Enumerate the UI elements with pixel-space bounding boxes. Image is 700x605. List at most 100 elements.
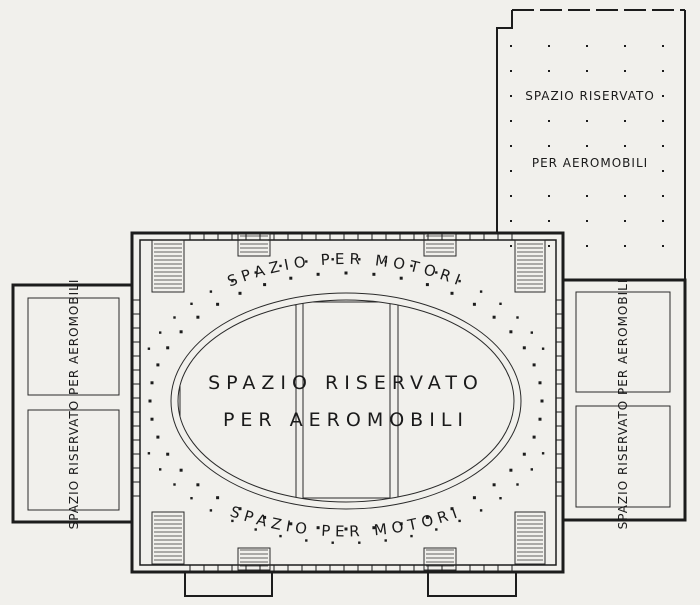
ring-column [372, 526, 376, 530]
ring-column [196, 315, 200, 319]
arena-outer-oval [170, 292, 522, 510]
annex-label-line1: SPAZIO RISERVATO [525, 89, 655, 103]
ring-column [516, 483, 519, 486]
annex-column-dot [510, 245, 512, 247]
ring-column [399, 276, 403, 280]
ring-column [425, 283, 429, 287]
annex-column-dots [510, 45, 664, 247]
ring-column [450, 507, 454, 511]
right-wing: SPAZIO RISERVATO PER AEROMOBILI [563, 278, 687, 530]
bottom-apse-right [427, 572, 517, 597]
annex-column-dot [586, 45, 588, 47]
annex-column-dot [624, 70, 626, 72]
stair-top-mid-left [237, 233, 271, 257]
ring-column [530, 468, 533, 471]
annex-column-dot [624, 245, 626, 247]
ring-column [472, 302, 476, 306]
ring-column [410, 264, 413, 268]
ring-column [540, 399, 544, 403]
ring-column [156, 435, 160, 439]
right-wing-label: SPAZIO RISERVATO PER AEROMOBILI [616, 279, 630, 530]
ring-column [231, 279, 234, 283]
ring-column [499, 497, 502, 500]
ring-column [231, 519, 234, 523]
ring-column [522, 346, 526, 350]
arena-label-line1: SPAZIO RISERVATO [208, 372, 484, 394]
ring-column [147, 347, 151, 350]
ring-column [479, 290, 483, 293]
annex-column-dot [510, 70, 512, 72]
ring-column [150, 381, 154, 385]
ring-column [450, 291, 454, 295]
annex-column-dot [662, 195, 664, 197]
ring-column [263, 283, 267, 287]
left-bay-upper [27, 297, 120, 396]
ring-column [179, 330, 183, 334]
annex-column-dot [624, 45, 626, 47]
ring-column [532, 363, 536, 367]
wall-ticks [132, 233, 563, 572]
ring-column [173, 316, 176, 319]
annex-column-dot [548, 220, 550, 222]
annex-column-dot [624, 120, 626, 122]
annex-column-dot [548, 45, 550, 47]
stair-bottom-mid-right [423, 547, 457, 571]
ring-column [538, 417, 542, 421]
annex-column-dot [586, 195, 588, 197]
ring-column [216, 496, 220, 500]
annex-column-dot [510, 170, 512, 172]
annex-column-dot [586, 220, 588, 222]
ring-column [509, 330, 513, 334]
ring-column [509, 468, 513, 472]
annex-column-dot [662, 245, 664, 247]
ring-column [458, 519, 461, 523]
annex-column-dot [510, 120, 512, 122]
ring-column [384, 260, 387, 263]
stair-top-left [151, 239, 185, 293]
ring-column [384, 539, 387, 542]
ring-column [522, 452, 526, 456]
ring-column [196, 483, 200, 487]
annex-column-dot [510, 95, 512, 97]
annex-column-dot [624, 145, 626, 147]
ring-column [190, 302, 193, 305]
annex-column-dot [510, 195, 512, 197]
annex-column-dot [624, 195, 626, 197]
bottom-apse-left [184, 572, 273, 597]
annex-label-line2: PER AEROMOBILI [532, 156, 648, 170]
ring-column [238, 291, 242, 295]
left-bay-lower [27, 409, 120, 511]
ring-column [289, 276, 293, 280]
ring-column [173, 483, 176, 486]
ring-column [254, 528, 257, 531]
ring-column [279, 534, 282, 538]
annex-column-dot [662, 145, 664, 147]
ring-column [499, 302, 502, 305]
ring-column [344, 271, 348, 275]
ring-column [516, 316, 519, 319]
annex-column-dot [662, 220, 664, 222]
ring-column [316, 526, 320, 530]
annex-column-dot [662, 95, 664, 97]
annex-column-dot [662, 120, 664, 122]
ring-column [425, 515, 429, 519]
ring-column [190, 497, 193, 500]
ring-column [150, 417, 154, 421]
ring-column [492, 483, 496, 487]
arena-label-line2: PER AEROMOBILI [223, 409, 469, 431]
annex-column-dot [548, 195, 550, 197]
annex-column-dot [662, 170, 664, 172]
annex-column-dot [548, 245, 550, 247]
ring-column [148, 399, 152, 403]
right-bay-upper [575, 291, 671, 393]
ring-column [399, 522, 403, 526]
ring-columns [147, 258, 545, 544]
ring-column [331, 541, 334, 544]
ring-column [532, 435, 536, 439]
ring-column [159, 331, 162, 334]
ring-column [472, 496, 476, 500]
ring-column [147, 452, 151, 455]
ring-column [166, 346, 170, 350]
ring-column [305, 260, 308, 263]
ring-column [530, 331, 533, 334]
